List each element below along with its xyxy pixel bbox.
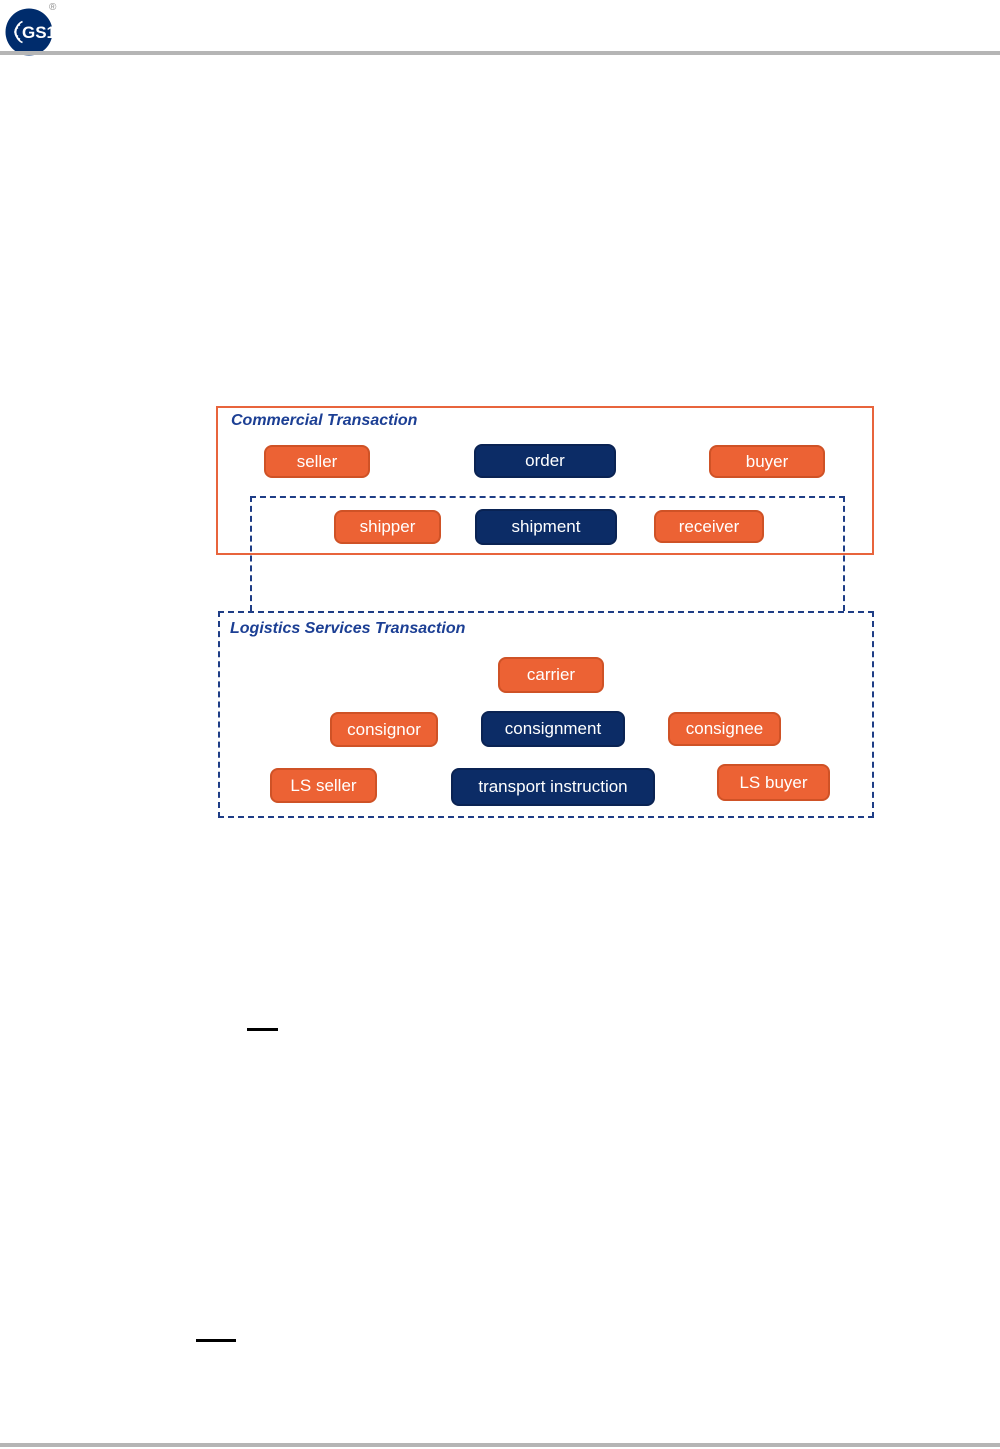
- svg-text:GS1: GS1: [22, 23, 53, 42]
- gs1-logo-icon: GS1: [5, 8, 53, 56]
- commercial-transaction-frame: [216, 406, 874, 555]
- node-consignor: consignor: [330, 712, 438, 747]
- node-carrier: carrier: [498, 657, 604, 693]
- commercial-transaction-title: Commercial Transaction: [231, 412, 418, 429]
- gs1-logo: GS1 ®: [5, 2, 65, 57]
- registered-trademark-symbol: ®: [49, 2, 57, 13]
- logistics-services-transaction-frame: [218, 611, 874, 818]
- node-consignment: consignment: [481, 711, 625, 747]
- footer-divider: [0, 1443, 1000, 1447]
- shipment-overlap-frame: [250, 496, 845, 611]
- node-buyer: buyer: [709, 445, 825, 478]
- node-ls-seller: LS seller: [270, 768, 377, 803]
- node-shipment: shipment: [475, 509, 617, 545]
- short-underline-mark: [247, 1028, 278, 1031]
- node-order: order: [474, 444, 616, 478]
- node-consignee: consignee: [668, 712, 781, 746]
- header-divider: [0, 51, 1000, 55]
- node-shipper: shipper: [334, 510, 441, 544]
- node-seller: seller: [264, 445, 370, 478]
- node-ls-buyer: LS buyer: [717, 764, 830, 801]
- short-underline-mark: [196, 1339, 236, 1342]
- node-receiver: receiver: [654, 510, 764, 543]
- node-transport-instruction: transport instruction: [451, 768, 655, 806]
- logistics-services-transaction-title: Logistics Services Transaction: [230, 620, 466, 637]
